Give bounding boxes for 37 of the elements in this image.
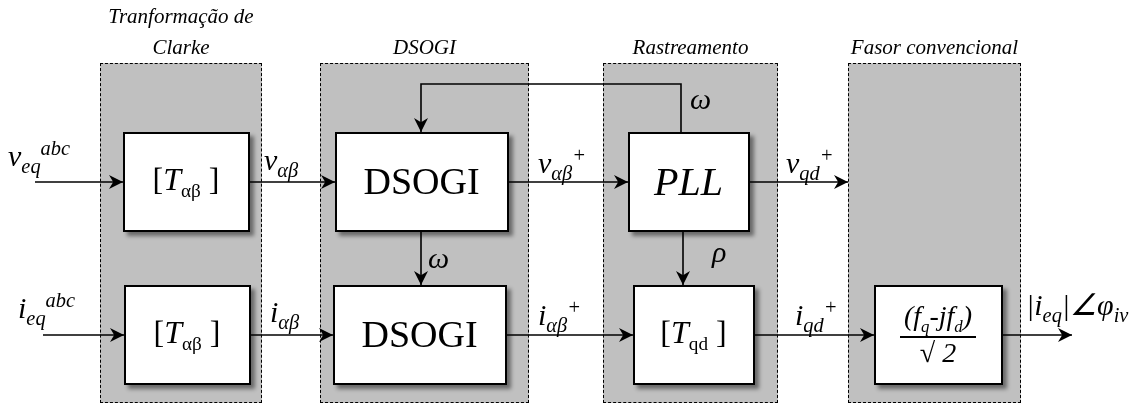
block-label: [T$_{αβ}$ ] — [152, 314, 222, 355]
group-heading: DSOGI — [392, 33, 458, 61]
arrow — [676, 231, 690, 286]
signal-label: ρ — [712, 237, 727, 267]
signal-label: i$_{αβ}$ — [270, 297, 300, 333]
block-box — [627, 131, 750, 232]
signal-label: v$_{αβ}$ — [264, 145, 299, 181]
block-box — [123, 284, 251, 385]
arrow — [414, 83, 682, 133]
block-label: [T$_{αβ}$ ] — [151, 161, 221, 202]
group-heading: Rastreamento — [631, 33, 750, 61]
arrow — [250, 328, 334, 342]
group-heading: Fasor convencional — [849, 33, 1020, 61]
arrow — [754, 328, 875, 342]
block-box — [122, 131, 250, 232]
block-label: PLL — [653, 159, 724, 204]
signal-label: ω — [690, 84, 712, 114]
block-box — [332, 284, 507, 385]
block-label: DSOGI — [360, 313, 479, 356]
arrow — [42, 328, 125, 342]
arrow — [749, 175, 849, 189]
signal-label: |i$_{eq}$|∠φ$_{iv}$ — [1026, 290, 1129, 326]
group-heading: Tranformação de Clarke — [107, 3, 255, 61]
arrow — [34, 175, 124, 189]
fraction-denominator: √ 2 — [918, 337, 958, 369]
block-box — [334, 131, 509, 232]
block-label: [T$_{qd}$ ] — [659, 314, 728, 355]
arrow — [249, 175, 336, 189]
arrow — [414, 231, 428, 286]
block-box — [632, 284, 755, 385]
arrow — [1002, 328, 1073, 342]
arrow — [508, 175, 629, 189]
fraction-numerator: (f$_{q}$-jf$_{d}$) — [899, 300, 977, 338]
signal-label: ω — [428, 243, 450, 273]
block-box — [873, 284, 1003, 385]
arrow — [506, 328, 634, 342]
block-label: DSOGI — [362, 160, 481, 203]
